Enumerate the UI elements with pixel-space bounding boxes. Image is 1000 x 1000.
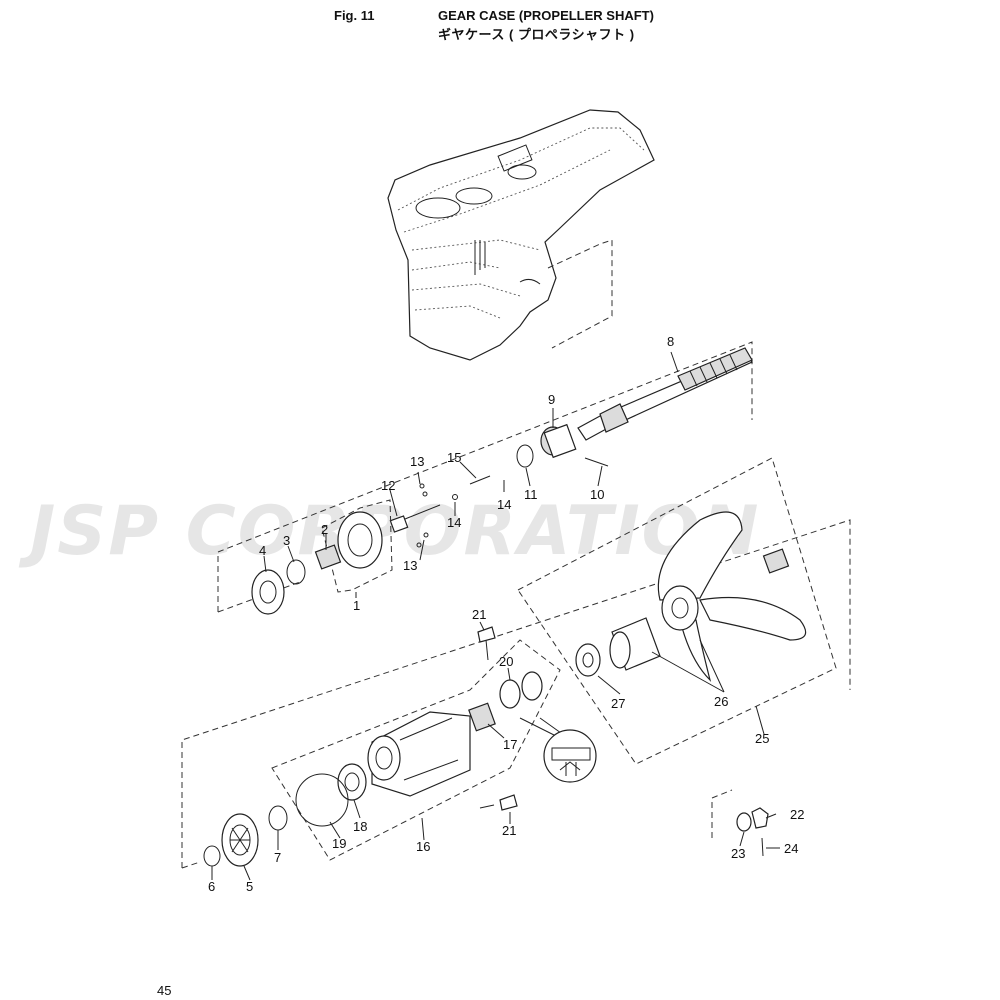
callout-2: 2 bbox=[321, 522, 328, 537]
propeller-nut-group bbox=[711, 789, 769, 857]
figure-title: GEAR CASE (PROPELLER SHAFT) bbox=[438, 8, 654, 23]
callout-6: 6 bbox=[208, 879, 215, 894]
callout-19: 19 bbox=[332, 836, 346, 851]
callout-8: 8 bbox=[667, 334, 674, 349]
callout-5: 5 bbox=[246, 879, 253, 894]
callout-18: 18 bbox=[353, 819, 367, 834]
callout-15: 15 bbox=[447, 450, 461, 465]
bearing-housing-group bbox=[181, 519, 851, 869]
callout-16: 16 bbox=[416, 839, 430, 854]
callout-24: 24 bbox=[784, 841, 798, 856]
figure-title-japanese: ギヤケース ( プロペラシャフト ) bbox=[438, 27, 635, 42]
callout-1: 1 bbox=[353, 598, 360, 613]
callout-4: 4 bbox=[259, 543, 266, 558]
callout-25: 25 bbox=[755, 731, 769, 746]
callout-7: 7 bbox=[274, 850, 281, 865]
callout-21-upper: 21 bbox=[472, 607, 486, 622]
propeller-shaft-assembly bbox=[217, 341, 753, 615]
callout-14-left: 14 bbox=[447, 515, 461, 530]
callout-14-right: 14 bbox=[497, 497, 511, 512]
callout-20: 20 bbox=[499, 654, 513, 669]
callout-26: 26 bbox=[714, 694, 728, 709]
callout-3: 3 bbox=[283, 533, 290, 548]
callout-27: 27 bbox=[611, 696, 625, 711]
callout-12: 12 bbox=[381, 478, 395, 493]
callout-17: 17 bbox=[503, 737, 517, 752]
callout-9: 9 bbox=[548, 392, 555, 407]
figure-number: Fig. 11 bbox=[334, 8, 375, 23]
callout-22: 22 bbox=[790, 807, 804, 822]
watermark-text: JSP CORPORATION bbox=[18, 492, 760, 571]
figure-header: Fig. 11 GEAR CASE (PROPELLER SHAFT) ギヤケー… bbox=[0, 8, 1000, 44]
leader-lines bbox=[211, 351, 780, 881]
callout-23: 23 bbox=[731, 846, 745, 861]
callout-21-lower: 21 bbox=[502, 823, 516, 838]
page-number: 45 bbox=[157, 983, 172, 998]
callout-10: 10 bbox=[590, 487, 604, 502]
callout-13-upper: 13 bbox=[410, 454, 424, 469]
gear-case-housing bbox=[387, 109, 655, 361]
callout-13-lower: 13 bbox=[403, 558, 417, 573]
callout-11: 11 bbox=[524, 487, 538, 502]
callout-labels: 8 9 10 11 12 13 13 14 14 15 2 3 4 1 21 2… bbox=[208, 334, 804, 894]
